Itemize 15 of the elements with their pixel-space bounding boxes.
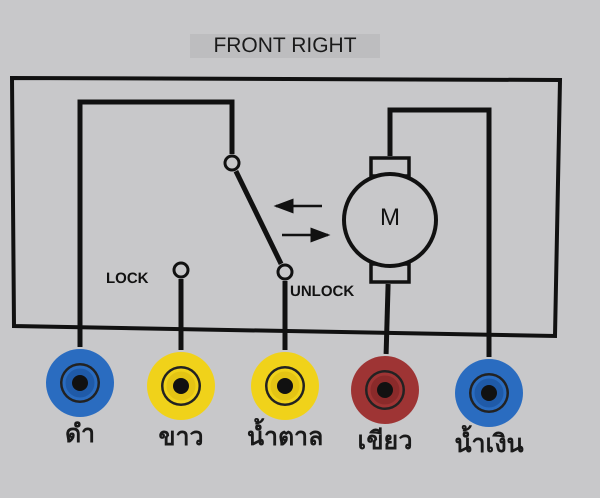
contact-label: LOCK xyxy=(106,270,148,287)
wire xyxy=(78,100,234,347)
terminal-label: ขาว xyxy=(158,421,204,453)
wire xyxy=(282,281,288,350)
terminal-label: น้ำตาล xyxy=(225,416,345,456)
wire xyxy=(384,284,391,354)
terminal-label: น้ำเงิน xyxy=(429,423,549,463)
wire xyxy=(178,279,184,350)
panel-title: FRONT RIGHT xyxy=(190,34,380,58)
motor-label: M xyxy=(379,204,401,232)
wire xyxy=(388,108,492,357)
contact-label: UNLOCK xyxy=(290,283,354,300)
wire xyxy=(234,170,284,265)
terminal-label: ดำ xyxy=(64,418,96,450)
terminal-label: เขียว xyxy=(356,425,414,457)
